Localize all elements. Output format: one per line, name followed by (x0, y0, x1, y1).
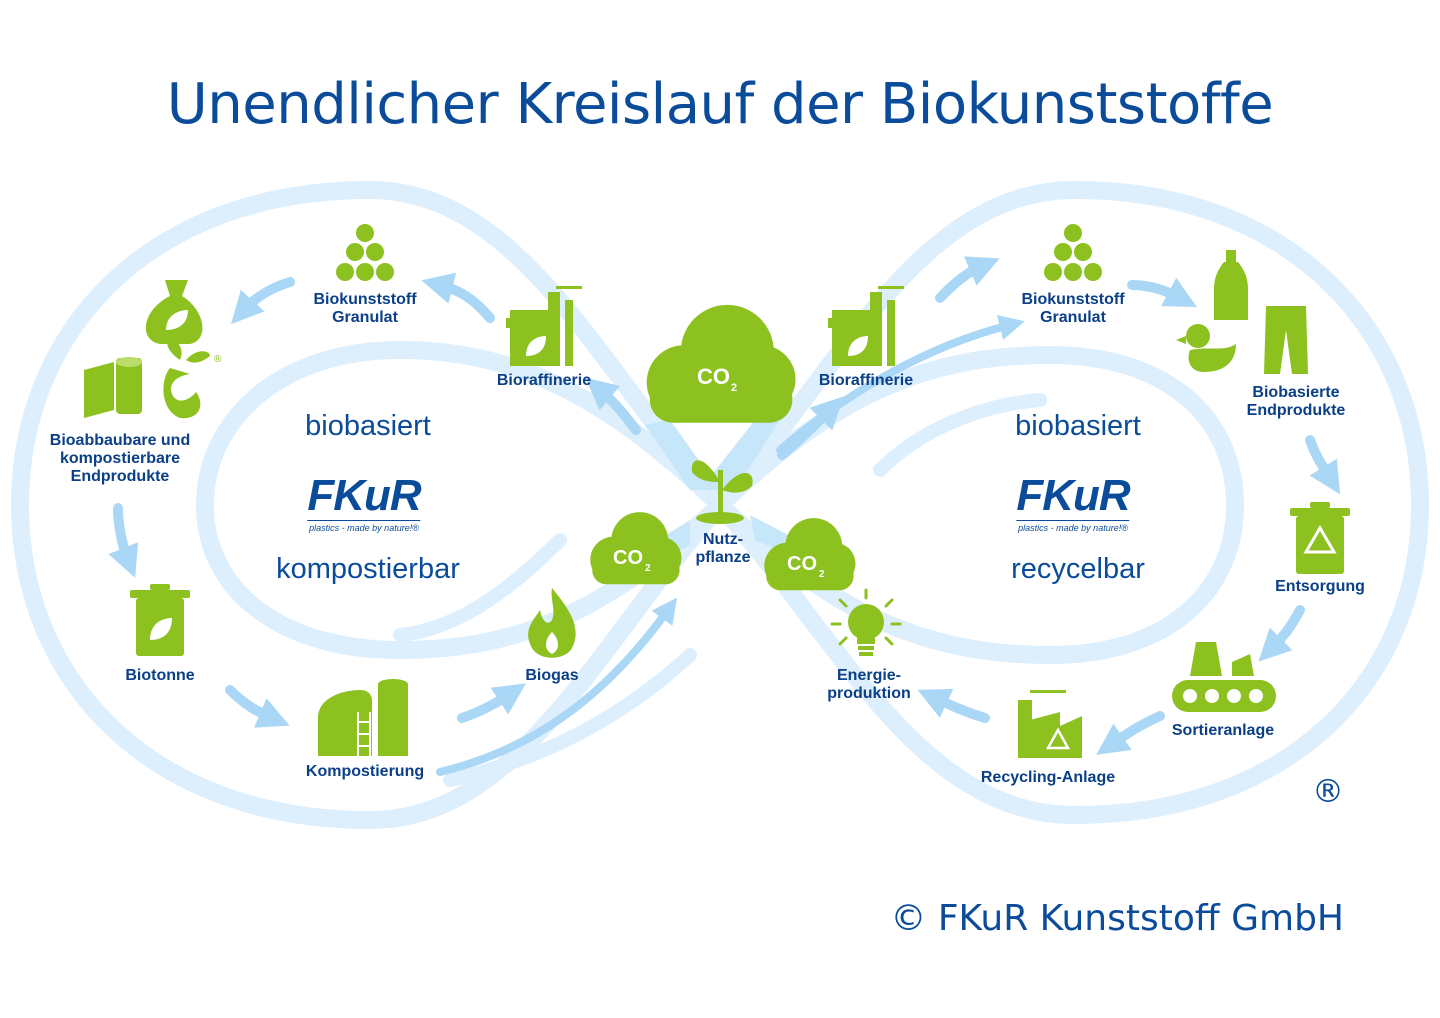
label-entsorgung: Entsorgung (1275, 578, 1365, 595)
sortieranlage-icon (1172, 642, 1276, 712)
fkur-logo-mark-right: FKuR (1016, 471, 1130, 520)
label-bioraffinerie-right: Bioraffinerie (818, 372, 914, 389)
right-heading-top: biobasiert (1015, 410, 1141, 442)
left-heading-bottom: kompostierbar (276, 553, 460, 585)
kompostierung-icon (318, 679, 408, 756)
label-recycling-anlage: Recycling-Anlage (980, 769, 1116, 786)
biotonne-icon (130, 584, 190, 656)
registered-mark: ® (1312, 772, 1344, 810)
arrow-biotonne-to-kompost (225, 685, 290, 728)
bioraffinerie-icon-left (506, 286, 582, 366)
co2-left-sub: 2 (645, 563, 651, 574)
co2-center-sub: 2 (731, 382, 737, 394)
label-granulat-right: Biokunststoff Granulat (1021, 291, 1125, 326)
label-biogas: Biogas (525, 667, 579, 684)
arrow-raffinerie-to-granulat-right (935, 256, 1000, 303)
fkur-logo-tagline-left: plastics - made by nature!® (307, 520, 421, 533)
label-sortieranlage: Sortieranlage (1171, 722, 1275, 739)
label-endprodukte-left: Bioabbaubare und kompostierbare Endprodu… (49, 432, 191, 485)
bioraffinerie-icon-right (828, 286, 904, 366)
granulat-icon-right (1044, 224, 1102, 281)
co2-right-sub: 2 (819, 569, 825, 580)
arrow-entsorgung-to-sortieranlage (1258, 605, 1305, 662)
arrow-cloud-to-raffinerie-left (585, 377, 641, 435)
fkur-logo-tagline-right: plastics - made by nature!® (1016, 520, 1130, 533)
page-title: Unendlicher Kreislauf der Biokunststoffe (166, 72, 1274, 137)
label-nutzpflanze: Nutz- pflanze (695, 531, 751, 566)
granulat-icon-left (336, 224, 394, 281)
fkur-logo-mark-left: FKuR (307, 471, 421, 520)
co2-right-text: CO (787, 553, 817, 575)
copyright-notice: © FKuR Kunststoff GmbH (890, 898, 1344, 939)
flow-arrows (108, 256, 1341, 776)
label-kompostierung: Kompostierung (305, 763, 425, 780)
label-granulat-left: Biokunststoff Granulat (313, 291, 417, 326)
arrow-sortieranlage-to-recycling (1096, 711, 1165, 755)
arrow-kompost-to-biogas (457, 683, 526, 723)
co2-left-text: CO (613, 547, 643, 569)
co2-center-text: CO (697, 364, 730, 389)
left-heading-top: biobasiert (305, 410, 431, 442)
label-energieproduktion: Energie- produktion (827, 667, 911, 702)
fkur-logo-left: FKuR plastics - made by nature!® (307, 471, 422, 533)
recycling-anlage-icon (1018, 690, 1082, 758)
arrow-center-to-granulat-right (776, 315, 1025, 454)
right-heading-bottom: recycelbar (1011, 553, 1145, 585)
arrow-granulat-to-endprodukte (1127, 277, 1197, 308)
products-icon-left (84, 338, 210, 419)
fkur-logo-right: FKuR plastics - made by nature!® (1016, 471, 1131, 533)
label-bioraffinerie-left: Bioraffinerie (496, 372, 592, 389)
arrow-endprodukte-to-entsorgung (1305, 435, 1341, 495)
label-endprodukte-right: Biobasierte Endprodukte (1246, 384, 1346, 419)
arrow-products-to-biotonne (108, 503, 139, 578)
arrow-granulat-to-products (231, 277, 295, 325)
arrow-kompost-to-co2 (436, 597, 678, 776)
lightbulb-icon (830, 588, 902, 656)
flame-icon (528, 588, 576, 658)
endprodukte-icon-right (1176, 250, 1308, 374)
arrow-raffinerie-to-granulat (421, 272, 495, 323)
label-biotonne: Biotonne (125, 667, 195, 684)
sprout-icon (691, 460, 753, 524)
arrow-recycling-to-energie (917, 688, 990, 723)
entsorgung-icon (1290, 502, 1350, 574)
compost-bag-icon (145, 280, 203, 344)
left-registered-mark: ® (214, 354, 222, 365)
